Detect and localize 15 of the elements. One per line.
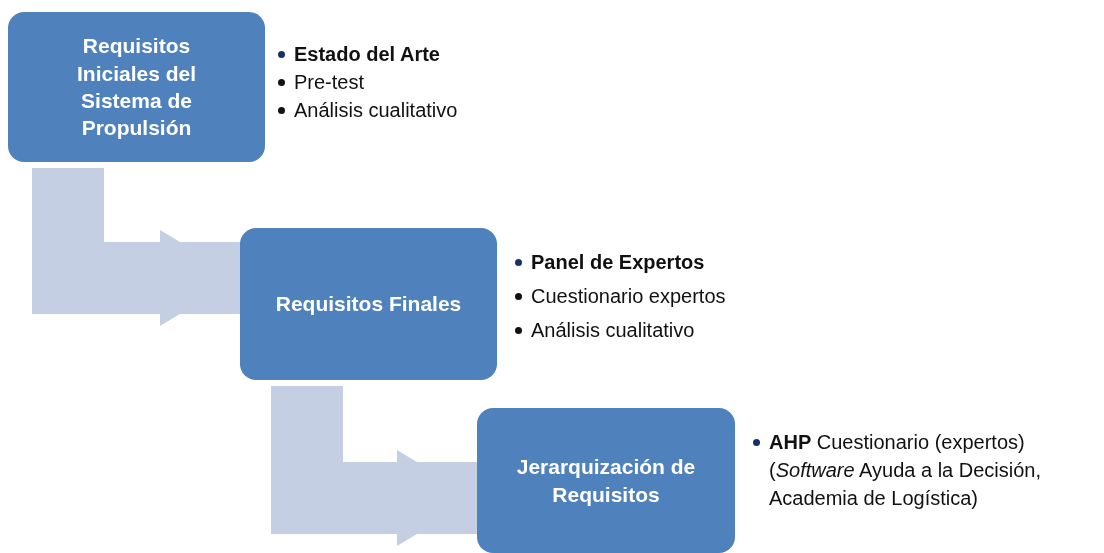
bullet-text: AHP Cuestionario (expertos) (Software Ayuda a la Decisión, Academia de Logística) bbox=[769, 431, 1042, 509]
box-label: Requisitos Finales bbox=[275, 291, 462, 318]
bent-arrow bbox=[271, 386, 477, 546]
bullet-text: Panel de Expertos bbox=[531, 251, 705, 273]
bullet-text: Análisis cualitativo bbox=[531, 319, 695, 341]
bullet-text: Estado del Arte bbox=[294, 43, 440, 65]
bullet-text: Cuestionario expertos bbox=[531, 285, 726, 307]
bullet-text: Análisis cualitativo bbox=[294, 99, 458, 121]
process-box bbox=[477, 408, 735, 553]
bent-arrow bbox=[32, 168, 240, 326]
box-label: Requisitos Iniciales del Sistema de Propulsión bbox=[75, 33, 198, 142]
process-box bbox=[8, 12, 265, 162]
box-label: Jerarquización de Requisitos bbox=[515, 454, 697, 508]
bullet-text: Pre-test bbox=[294, 71, 365, 93]
process-box bbox=[240, 228, 497, 380]
